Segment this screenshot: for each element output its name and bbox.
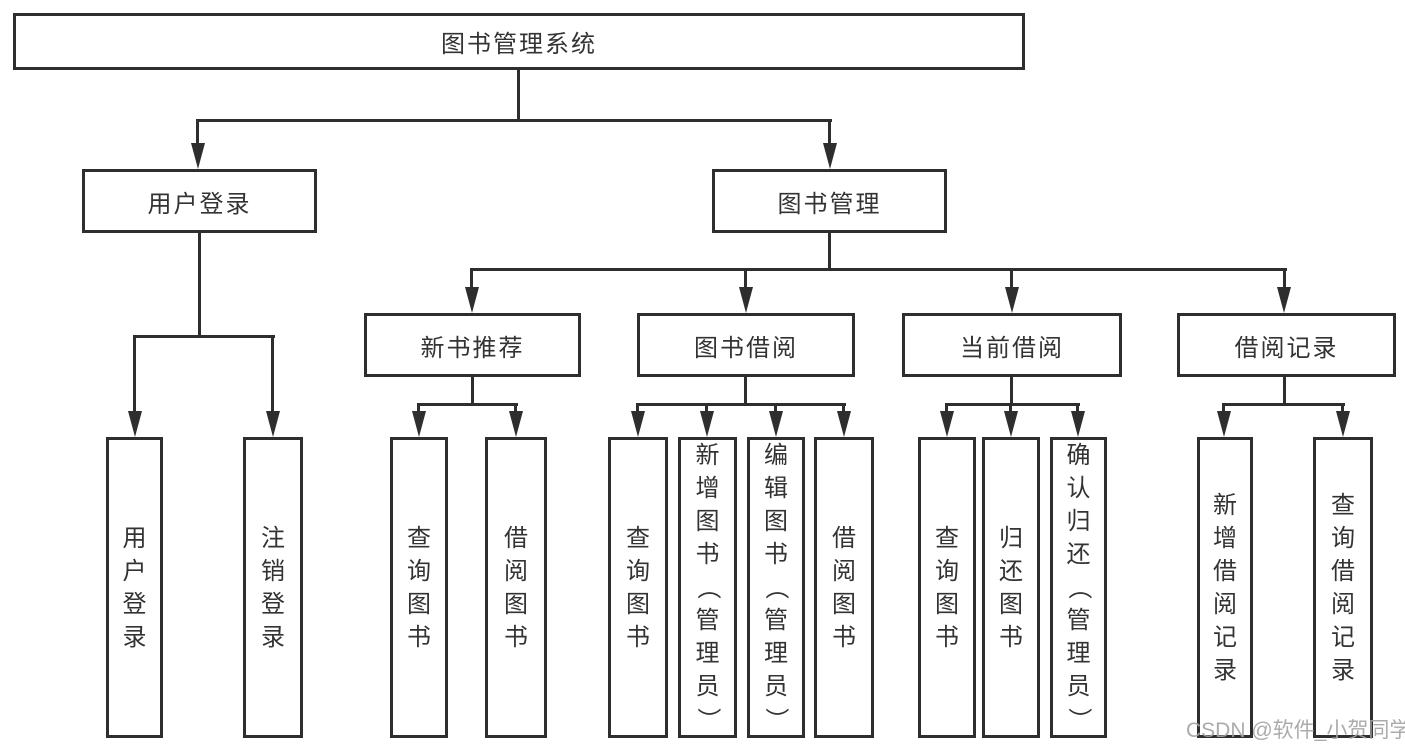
arrow-shaft	[1076, 403, 1079, 413]
arrowhead-down-icon	[465, 287, 479, 313]
arrow-shaft	[774, 403, 777, 413]
connector-stem	[198, 233, 201, 337]
leaf-add-borrow-record: 新增借阅记录	[1197, 437, 1253, 738]
leaf-edit-books-admin: 编辑图书（管理员）	[747, 437, 805, 738]
arrow-shaft	[196, 119, 199, 146]
arrow-shaft	[271, 335, 274, 413]
arrow-shaft	[1222, 403, 1225, 413]
arrow-shaft	[842, 403, 845, 413]
arrowhead-down-icon	[128, 411, 142, 437]
arrowhead-down-icon	[1277, 287, 1291, 313]
arrowhead-down-icon	[837, 411, 851, 437]
leaf-query-books-borrow: 查询图书	[608, 437, 668, 738]
connector-stem	[517, 70, 520, 120]
leaf-return-books: 归还图书	[982, 437, 1040, 738]
connector-stem	[1010, 377, 1013, 405]
connector-stem	[1283, 377, 1286, 405]
arrow-shaft	[828, 119, 831, 146]
arrowhead-down-icon	[266, 411, 280, 437]
arrow-shaft	[470, 268, 473, 289]
connector-hbar	[417, 403, 518, 406]
arrowhead-down-icon	[1217, 411, 1231, 437]
connector-hbar	[945, 403, 1080, 406]
arrow-shaft	[1009, 403, 1012, 413]
node-borrow-record: 借阅记录	[1177, 313, 1396, 377]
connector-stem	[744, 377, 747, 405]
leaf-confirm-return-admin: 确认归还（管理员）	[1050, 437, 1107, 738]
leaf-borrow-books: 借阅图书	[814, 437, 874, 738]
arrowhead-down-icon	[1005, 287, 1019, 313]
connector-hbar	[197, 119, 832, 122]
arrow-shaft	[705, 403, 708, 413]
node-user-login: 用户登录	[82, 169, 317, 233]
node-book-management: 图书管理	[712, 169, 947, 233]
arrow-shaft	[636, 403, 639, 413]
leaf-query-books-current: 查询图书	[918, 437, 976, 738]
arrow-shaft	[744, 268, 747, 289]
leaf-query-borrow-record: 查询借阅记录	[1313, 437, 1373, 738]
leaf-query-books-recommend: 查询图书	[390, 437, 448, 738]
arrow-shaft	[1010, 268, 1013, 289]
arrowhead-down-icon	[631, 411, 645, 437]
arrowhead-down-icon	[1004, 411, 1018, 437]
connector-hbar	[471, 268, 1287, 271]
connector-hbar	[1222, 403, 1345, 406]
arrowhead-down-icon	[940, 411, 954, 437]
arrowhead-down-icon	[191, 143, 205, 169]
arrow-shaft	[133, 335, 136, 413]
node-root: 图书管理系统	[13, 13, 1025, 70]
arrow-shaft	[1283, 268, 1286, 289]
arrowhead-down-icon	[739, 287, 753, 313]
leaf-add-books-admin: 新增图书（管理员）	[678, 437, 737, 738]
connector-hbar	[636, 403, 846, 406]
arrowhead-down-icon	[823, 143, 837, 169]
arrow-shaft	[945, 403, 948, 413]
csdn-watermark: CSDN @软件_小贺同学	[1186, 719, 1405, 742]
leaf-logout: 注销登录	[243, 437, 303, 738]
arrow-shaft	[417, 403, 420, 413]
arrowhead-down-icon	[1071, 411, 1085, 437]
arrow-shaft	[1341, 403, 1344, 413]
leaf-user-login: 用户登录	[106, 437, 163, 738]
arrowhead-down-icon	[412, 411, 426, 437]
arrow-shaft	[514, 403, 517, 413]
arrowhead-down-icon	[509, 411, 523, 437]
arrowhead-down-icon	[769, 411, 783, 437]
arrowhead-down-icon	[1336, 411, 1350, 437]
arrowhead-down-icon	[700, 411, 714, 437]
connector-stem	[828, 233, 831, 270]
connector-stem	[471, 377, 474, 405]
node-book-borrow: 图书借阅	[637, 313, 855, 377]
leaf-borrow-books-recommend: 借阅图书	[485, 437, 547, 738]
node-new-book-recommend: 新书推荐	[364, 313, 581, 377]
connector-hbar	[133, 335, 275, 338]
node-current-borrow: 当前借阅	[902, 313, 1122, 377]
